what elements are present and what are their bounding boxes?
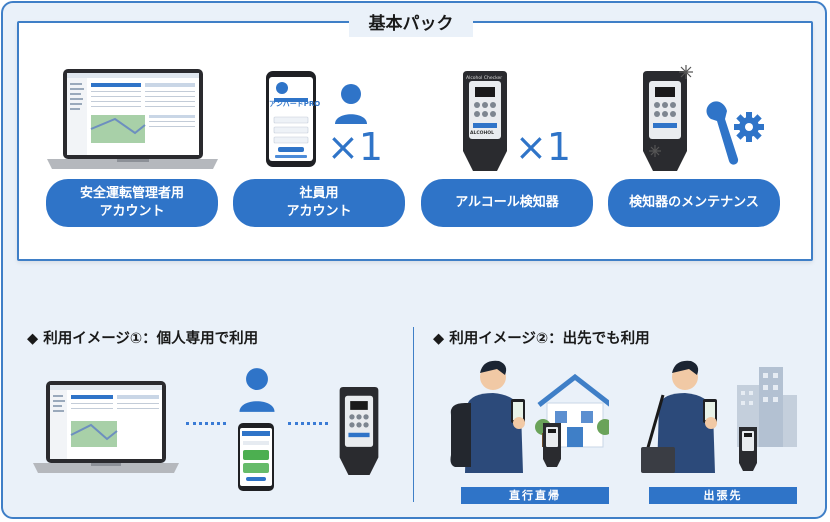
pill-employee-line1: 社員用 [299,186,339,201]
sparkle-icon [679,65,693,79]
pill-employee-account: 社員用 アカウント [233,179,405,227]
business-trip-scene-image [639,355,799,481]
basic-pack-title: 基本パック [349,11,473,37]
alcohol-checker-image [463,71,507,171]
label-commute: 直行直帰 [461,487,609,504]
pill-admin-account: 安全運転管理者用 アカウント [46,179,218,227]
label-business-trip: 出張先 [649,487,797,504]
device-multiplier: ×1 [515,125,572,169]
phone-app-name: アンバードPRO [269,100,321,108]
laptop-usage-image [31,381,181,475]
connector-dots-right [288,422,328,425]
connector-dots-left [186,422,226,425]
maintenance-checker-image [643,71,687,171]
pill-checker-line1: アルコール検知器 [455,195,559,210]
alcohol-checker-usage-image [339,387,379,475]
person-usage-icon [237,367,277,413]
pill-admin-line2: アカウント [99,204,165,219]
pill-employee-line2: アカウント [286,204,352,219]
pill-admin-line1: 安全運転管理者用 [79,186,184,201]
usage-image2-title: ◆ 利用イメージ②：出先でも利用 [433,331,650,347]
laptop-admin-image [45,69,220,171]
smartphone-app-image [266,71,316,167]
pill-alcohol-checker: アルコール検知器 [421,179,593,227]
commute-scene-image [447,355,609,481]
wrench-gear-icon [703,99,767,167]
smartphone-usage-image [238,423,274,491]
employee-multiplier: ×1 [327,125,384,169]
usage-image1-title: ◆ 利用イメージ①：個人専用で利用 [27,331,259,347]
device-label: Alcohol Checker [466,76,503,81]
sparkle-icon-small [649,145,661,157]
section-divider [413,327,414,502]
pill-maintenance-line1: 検知器のメンテナンス [629,195,759,210]
device-brand: ALCOHOL [470,131,494,136]
pill-maintenance: 検知器のメンテナンス [608,179,780,227]
person-icon [333,83,369,125]
